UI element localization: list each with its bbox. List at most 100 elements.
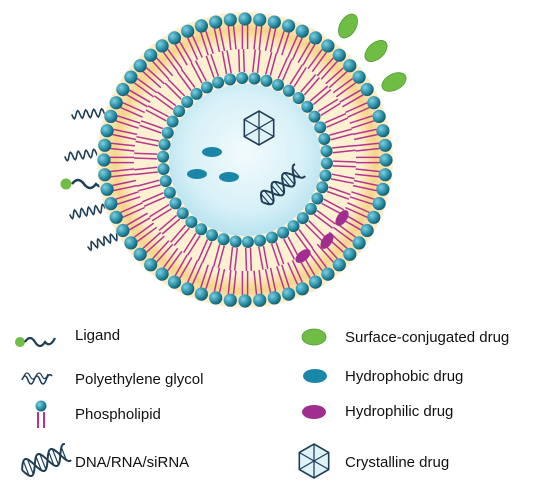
outer-head bbox=[144, 258, 158, 272]
lipid-tail bbox=[332, 144, 356, 149]
inner-head bbox=[212, 76, 225, 89]
lipid-tail bbox=[269, 28, 277, 53]
lipid-tail bbox=[190, 62, 203, 84]
dna-rung bbox=[39, 453, 47, 470]
lipid-tail bbox=[122, 206, 146, 218]
outer-head bbox=[133, 247, 147, 261]
lipid-tail bbox=[156, 91, 177, 107]
hydrophilic-drug bbox=[295, 249, 311, 263]
lipid-tail bbox=[355, 173, 380, 178]
lipid-tail bbox=[145, 109, 167, 122]
inner-head bbox=[318, 133, 331, 145]
dna-rung bbox=[281, 183, 284, 186]
lipid-tail bbox=[316, 209, 337, 225]
lipid-tail bbox=[287, 262, 299, 285]
legend-label-peg: Polyethylene glycol bbox=[75, 371, 204, 388]
dna-backbone bbox=[21, 448, 72, 473]
lipid-tail bbox=[200, 32, 209, 56]
lipid-tail bbox=[262, 245, 269, 269]
outer-head bbox=[343, 59, 357, 73]
dna-rung bbox=[271, 192, 274, 194]
lipid-tail bbox=[113, 128, 138, 136]
outer-head bbox=[167, 31, 182, 45]
lipid-tail bbox=[191, 35, 203, 58]
lipid-tail bbox=[251, 49, 257, 73]
lipid-tail bbox=[313, 213, 334, 229]
inner-head bbox=[287, 220, 300, 233]
inner-head bbox=[158, 138, 171, 151]
lipid-tail bbox=[253, 25, 258, 50]
lipid-tail bbox=[134, 152, 158, 155]
lipid-tail bbox=[258, 270, 263, 295]
lipid-tail bbox=[355, 142, 380, 147]
lipid-tail bbox=[218, 268, 226, 293]
outer-head bbox=[321, 39, 335, 53]
lipid-tail bbox=[120, 202, 143, 214]
lipid-tail bbox=[133, 157, 158, 160]
lipid-tail bbox=[164, 82, 182, 100]
lipid-tail bbox=[122, 102, 146, 114]
lipid-tail bbox=[300, 74, 317, 93]
lipid-tail bbox=[269, 53, 278, 76]
lipid-tail bbox=[117, 115, 141, 124]
lipid-tail bbox=[227, 25, 232, 50]
inner-head bbox=[311, 192, 324, 205]
dna-backbone bbox=[260, 172, 306, 203]
lipid-tail bbox=[180, 68, 196, 89]
lipid-tail bbox=[145, 235, 165, 253]
hydrophilic-drug bbox=[335, 210, 349, 226]
lipid-tail bbox=[187, 259, 199, 283]
inner-head bbox=[304, 202, 317, 215]
dna-rung bbox=[26, 459, 34, 475]
lipid-tail bbox=[142, 231, 162, 249]
dna-strand bbox=[260, 163, 306, 206]
lipid-tail bbox=[213, 28, 221, 53]
hexagon-spoke bbox=[298, 460, 315, 471]
lipid-tail bbox=[200, 264, 209, 288]
lipid-tail bbox=[244, 247, 248, 272]
lipid-tail bbox=[352, 184, 377, 192]
lipid-tail bbox=[187, 235, 201, 256]
outer-head bbox=[223, 293, 237, 307]
lipid-tail bbox=[217, 245, 226, 268]
outer-head bbox=[332, 48, 346, 62]
lipid-tail bbox=[321, 202, 343, 215]
lipid-tail bbox=[138, 184, 161, 192]
inner-head bbox=[308, 110, 321, 123]
lipid-tail bbox=[316, 57, 334, 77]
outer-head bbox=[194, 19, 208, 33]
lipid-tail bbox=[256, 49, 261, 73]
lipid-tail bbox=[242, 48, 246, 73]
lipid-tail bbox=[142, 71, 162, 89]
lipid-tail bbox=[303, 77, 320, 96]
lipid-tail bbox=[351, 120, 375, 129]
lipid-tail bbox=[283, 238, 296, 260]
lipid-tail bbox=[258, 25, 263, 50]
outer-head bbox=[253, 13, 267, 27]
inner-head bbox=[316, 181, 329, 194]
lipid-tail bbox=[291, 259, 303, 283]
lipid-tail bbox=[298, 229, 314, 249]
inner-head bbox=[157, 150, 170, 163]
inner-head bbox=[272, 78, 284, 91]
lipid-tail bbox=[133, 222, 155, 238]
lipid-tail bbox=[151, 208, 172, 222]
dna-rung bbox=[291, 174, 295, 178]
lipid-tail bbox=[316, 243, 334, 263]
outer-head bbox=[379, 153, 393, 167]
inner-head bbox=[320, 157, 333, 170]
lipid-tail bbox=[349, 115, 373, 124]
lipid-tail bbox=[212, 244, 221, 267]
legend-label-phospholipid: Phospholipid bbox=[75, 406, 161, 423]
lipid-tail bbox=[136, 226, 158, 243]
lipid-tail bbox=[179, 41, 193, 63]
outer-head bbox=[360, 82, 374, 97]
lipid-tail bbox=[167, 48, 183, 70]
outer-head bbox=[238, 12, 252, 26]
lipid-tail bbox=[143, 196, 166, 207]
lipid-tail bbox=[355, 147, 380, 152]
inner-head bbox=[173, 105, 186, 118]
dna-rung bbox=[274, 181, 285, 194]
